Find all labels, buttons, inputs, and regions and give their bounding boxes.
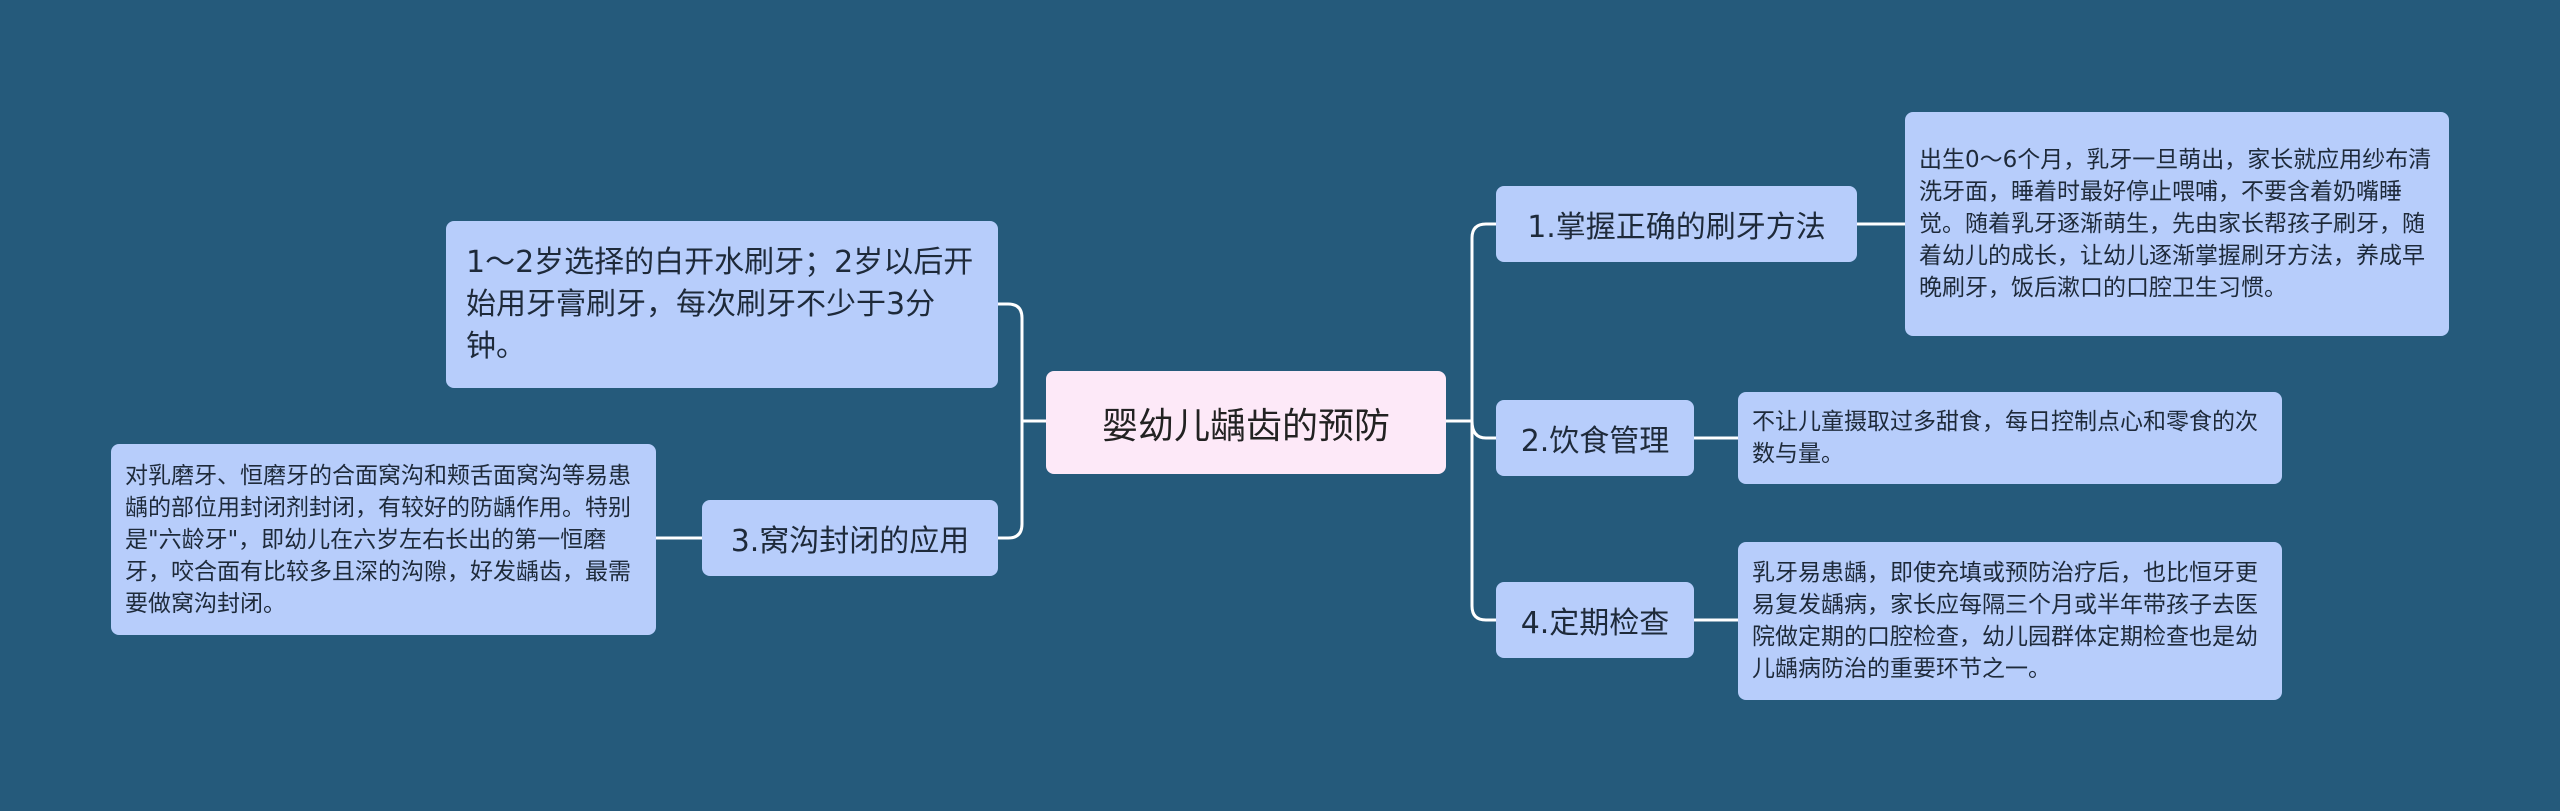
detail-text: 不让儿童摄取过多甜食，每日控制点心和零食的次数与量。 [1752,409,2258,467]
detail-text: 乳牙易患龋，即使充填或预防治疗后，也比恒牙更易复发龋病，家长应每隔三个月或半年带… [1752,560,2258,682]
connector-right-branch-3 [1470,419,1498,622]
node-text: 1～2岁选择的白开水刷牙；2岁以后开始用牙膏刷牙，每次刷牙不少于3分钟。 [466,244,974,364]
root-label: 婴幼儿龋齿的预防 [1101,405,1390,447]
detail-text: 对乳磨牙、恒磨牙的合面窝沟和颊舌面窝沟等易患龋的部位用封闭剂封闭，有较好的防龋作… [125,462,631,617]
branch-label: 3.窝沟封闭的应用 [730,524,970,559]
branch-sealant[interactable]: 3.窝沟封闭的应用 [702,500,998,576]
branch-label: 1.掌握正确的刷牙方法 [1527,210,1826,245]
connector-right-branch-1 [1470,222,1498,423]
detail-brushing[interactable]: 出生0～6个月，乳牙一旦萌出，家长就应用纱布清洗牙面，睡着时最好停止喂哺，不要含… [1905,112,2449,336]
connector-left-branch-1 [996,302,1024,423]
detail-diet[interactable]: 不让儿童摄取过多甜食，每日控制点心和零食的次数与量。 [1738,392,2282,484]
connector-left-branch-2 [996,419,1024,540]
branch-checkup[interactable]: 4.定期检查 [1496,582,1694,658]
detail-sealant[interactable]: 对乳磨牙、恒磨牙的合面窝沟和颊舌面窝沟等易患龋的部位用封闭剂封闭，有较好的防龋作… [111,444,656,635]
branch-label: 4.定期检查 [1520,606,1670,641]
root-node[interactable]: 婴幼儿龋齿的预防 [1046,371,1446,474]
detail-checkup[interactable]: 乳牙易患龋，即使充填或预防治疗后，也比恒牙更易复发龋病，家长应每隔三个月或半年带… [1738,542,2282,700]
connector-right-branch-2 [1470,419,1498,440]
detail-text: 出生0～6个月，乳牙一旦萌出，家长就应用纱布清洗牙面，睡着时最好停止喂哺，不要含… [1919,147,2432,301]
node-brushing-age[interactable]: 1～2岁选择的白开水刷牙；2岁以后开始用牙膏刷牙，每次刷牙不少于3分钟。 [446,221,998,388]
branch-diet[interactable]: 2.饮食管理 [1496,400,1694,476]
branch-label: 2.饮食管理 [1520,424,1670,459]
branch-brushing[interactable]: 1.掌握正确的刷牙方法 [1496,186,1857,262]
